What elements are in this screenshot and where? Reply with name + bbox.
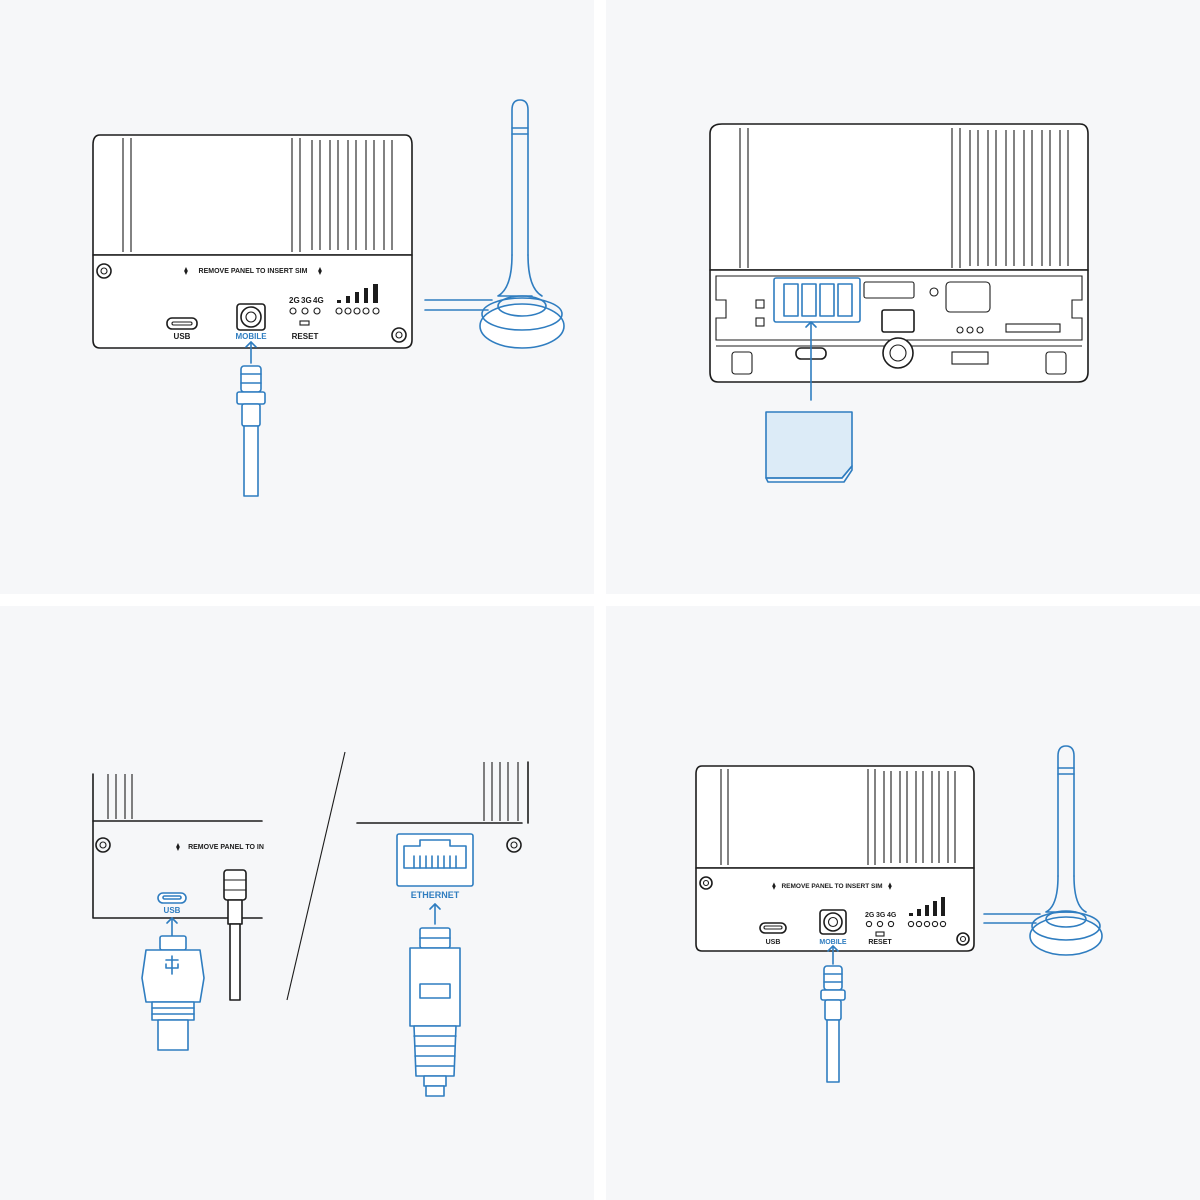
reset-button-label: RESET [868,939,892,946]
led-3g [876,920,884,928]
step-assembled-panel: REMOVE PANEL TO INSERT SIM ⧫ ⧫ USB MOBIL… [606,606,1200,1200]
led-3g-label: 3G [876,912,886,919]
usb-plug-icon [141,917,205,1051]
led-4g [887,920,895,928]
remove-panel-label-cropped: REMOVE PANEL TO IN [188,844,264,851]
usb-port-label: USB [164,906,181,915]
reset-button[interactable] [875,931,885,937]
sma-connector-icon [236,341,266,497]
router-front-ethernet-side [356,761,529,853]
router-body [92,134,413,349]
led-2g [289,307,297,315]
arrow-mark-left-icon: ⧫ [175,843,180,851]
router-assembled-illustration: REMOVE PANEL TO INSERT SIM ⧫ ⧫ USB MOBIL… [695,745,1103,1083]
remove-panel-label: REMOVE PANEL TO INSERT SIM [199,268,308,275]
arrow-mark-right-icon: ⧫ [317,267,322,275]
mobile-antenna-port[interactable] [819,909,847,935]
antenna-icon [983,745,1103,956]
step-insert-sim-panel [606,0,1200,594]
sma-connector-icon [820,945,846,1083]
mobile-port-label: MOBILE [235,332,267,341]
ethernet-port-label: ETHERNET [411,890,460,900]
step-connect-usb-ethernet-panel: REMOVE PANEL TO IN ⧫ USB [0,606,594,1200]
usb-port[interactable] [759,922,787,934]
mobile-port-label: MOBILE [819,939,847,946]
led-4g-label: 4G [313,296,324,305]
arrow-mark-left-icon: ⧫ [183,267,188,275]
usb-and-ethernet-illustration: REMOVE PANEL TO IN ⧫ USB [92,751,529,1097]
reset-button[interactable] [299,320,310,326]
rj45-plug-icon [409,903,461,1097]
router-front-usb-side [92,773,263,919]
led-4g-label: 4G [887,912,897,919]
remove-panel-label: REMOVE PANEL TO INSERT SIM [781,883,882,890]
led-2g-label: 2G [289,296,300,305]
led-2g [865,920,873,928]
signal-strength-icon [335,284,380,315]
signal-strength-icon [907,897,947,928]
sim-card-icon [765,321,853,483]
usb-port-label: USB [766,939,781,946]
divider-slash [286,751,346,1001]
ethernet-port[interactable] [396,833,474,887]
led-3g [301,307,309,315]
sma-connector-icon [223,869,247,1001]
arrow-mark-right-icon: ⧫ [887,882,892,890]
mobile-antenna-port[interactable] [881,309,915,369]
heatsink-fins [311,140,393,250]
sim-card-holder[interactable] [773,277,861,323]
usb-port[interactable] [157,892,187,904]
usb-port-slot [171,321,193,326]
led-4g [313,307,321,315]
led-2g-label: 2G [865,912,875,919]
arrow-mark-left-icon: ⧫ [771,882,776,890]
router-with-antenna-illustration: REMOVE PANEL TO INSERT SIM ⧫ ⧫ USB MOBIL… [92,99,565,497]
usb-port-label: USB [174,332,191,341]
usb-port-slot [763,925,783,930]
mobile-antenna-port[interactable] [236,303,266,331]
usb-port-slot [162,895,182,900]
router-opened-sim-illustration [709,123,1089,483]
antenna-icon [424,99,565,349]
led-3g-label: 3G [301,296,312,305]
step-connect-antenna-panel: REMOVE PANEL TO INSERT SIM ⧫ ⧫ USB MOBIL… [0,0,594,594]
usb-port[interactable] [166,317,198,330]
reset-button-label: RESET [292,332,319,341]
heatsink-fins [883,771,956,863]
heatsink-fins [969,130,1069,266]
